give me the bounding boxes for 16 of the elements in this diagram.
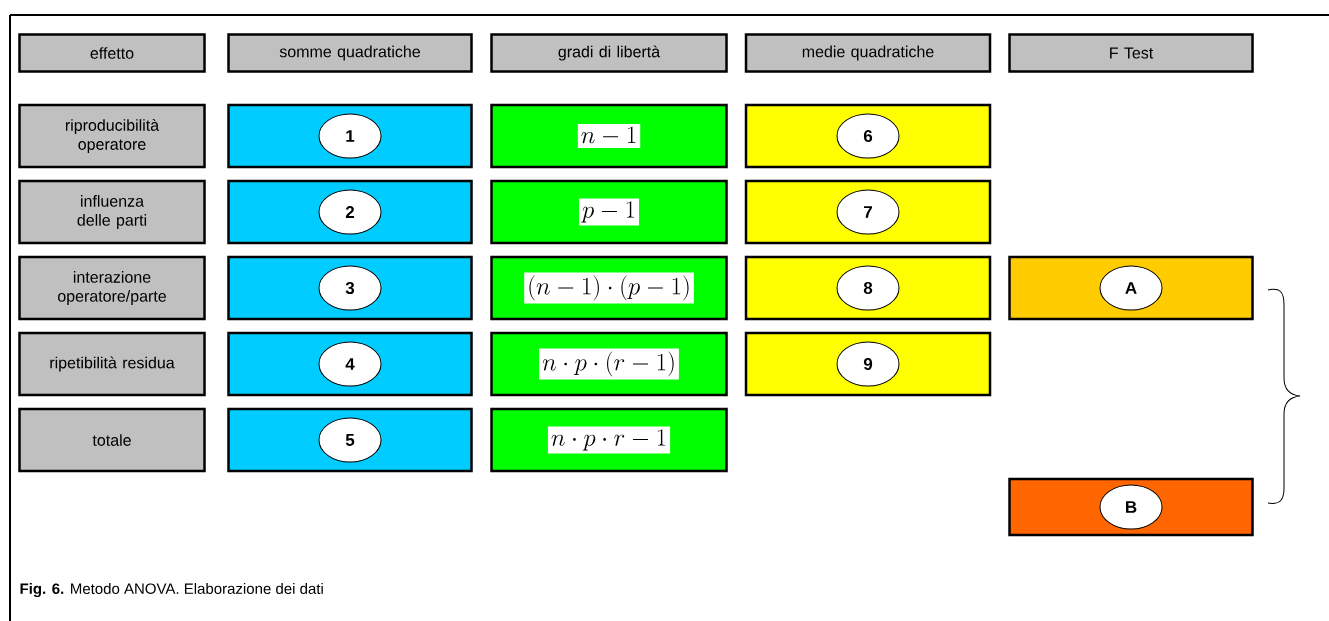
formula-box: $(n-1)\cdot(p-1)$ — [490, 255, 728, 321]
effect-box: interazione operatore/parte — [18, 255, 206, 321]
header-box: medie quadratiche — [744, 33, 992, 73]
formula-box: $n-1$ — [490, 103, 728, 169]
effect-box: ripetibilità residua — [18, 331, 206, 397]
formula-box: $n\cdot p\cdot r-1$ — [490, 407, 728, 473]
header-box: somme quadratiche — [227, 33, 473, 73]
effect-box: totale — [18, 407, 206, 473]
formula-box: $p-1$ — [490, 179, 728, 245]
effect-box: influenza delle parti — [18, 179, 206, 245]
header-box: F Test — [1008, 33, 1254, 73]
header-box: gradi di libertà — [490, 33, 728, 73]
header-box: effetto — [18, 33, 206, 73]
effect-box: riproducibilità operatore — [18, 103, 206, 169]
formula-box: $n\cdot p\cdot(r-1)$ — [490, 331, 728, 397]
caption: Fig. 6. Metodo ANOVA. Elaborazione dei dati — [20, 583, 323, 598]
